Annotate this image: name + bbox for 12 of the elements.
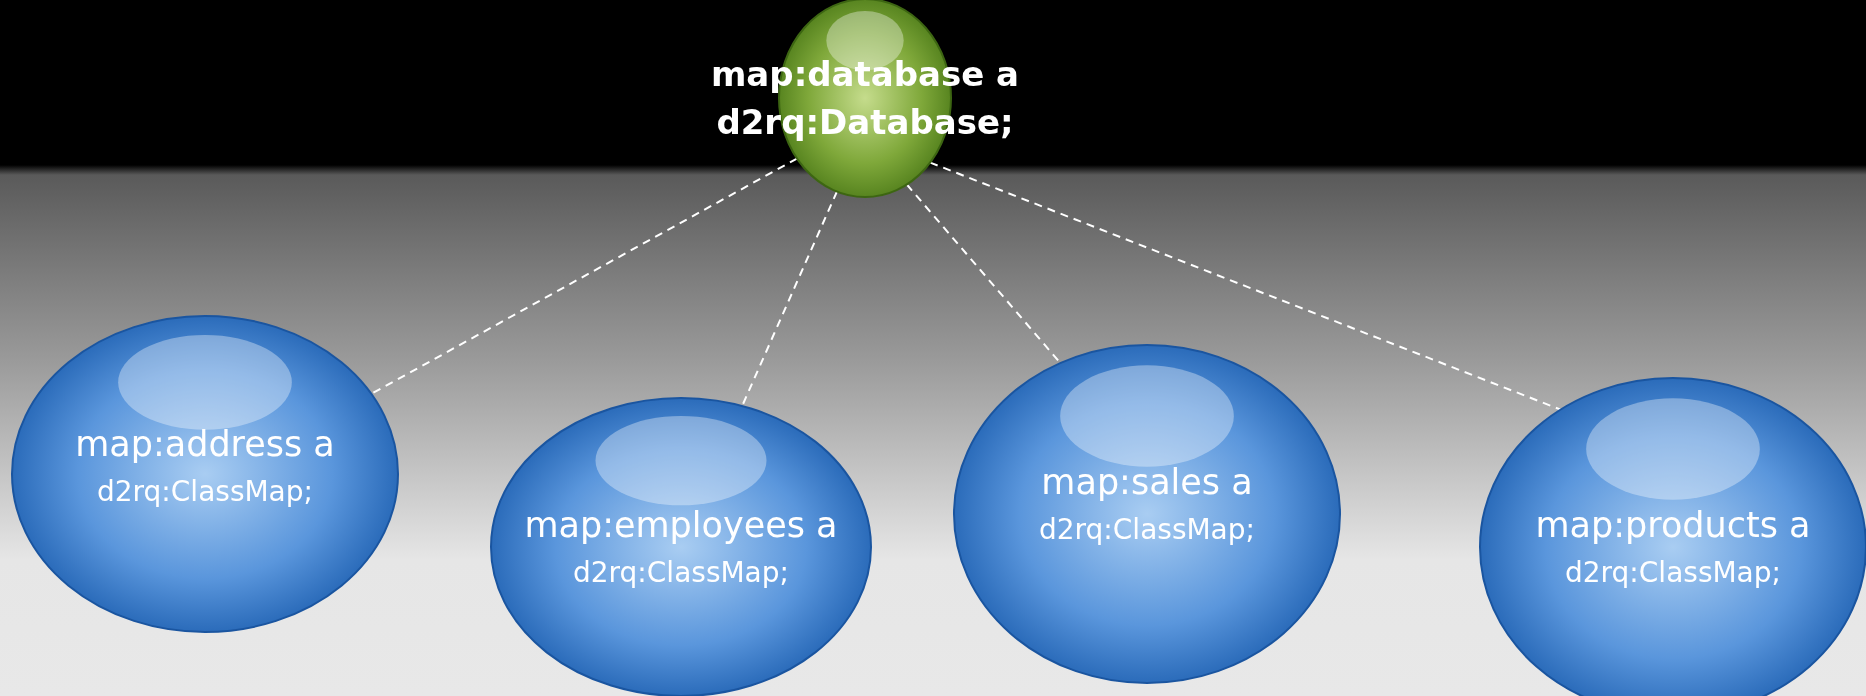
node-subtitle: d2rq:ClassMap;: [1565, 555, 1781, 591]
node-subtitle: d2rq:ClassMap;: [1039, 512, 1255, 548]
node-subtitle: d2rq:ClassMap;: [97, 474, 313, 510]
connector-line: [370, 157, 798, 395]
node-title: map:address a: [75, 422, 335, 466]
connector-line: [905, 183, 1062, 364]
connector-line: [929, 161, 1562, 411]
node-title: map:employees a: [524, 503, 838, 547]
node-title: map:sales a: [1041, 460, 1253, 504]
node-subtitle: d2rq:ClassMap;: [573, 555, 789, 591]
connector-line: [741, 190, 838, 407]
node-title: map:products a: [1535, 503, 1811, 547]
